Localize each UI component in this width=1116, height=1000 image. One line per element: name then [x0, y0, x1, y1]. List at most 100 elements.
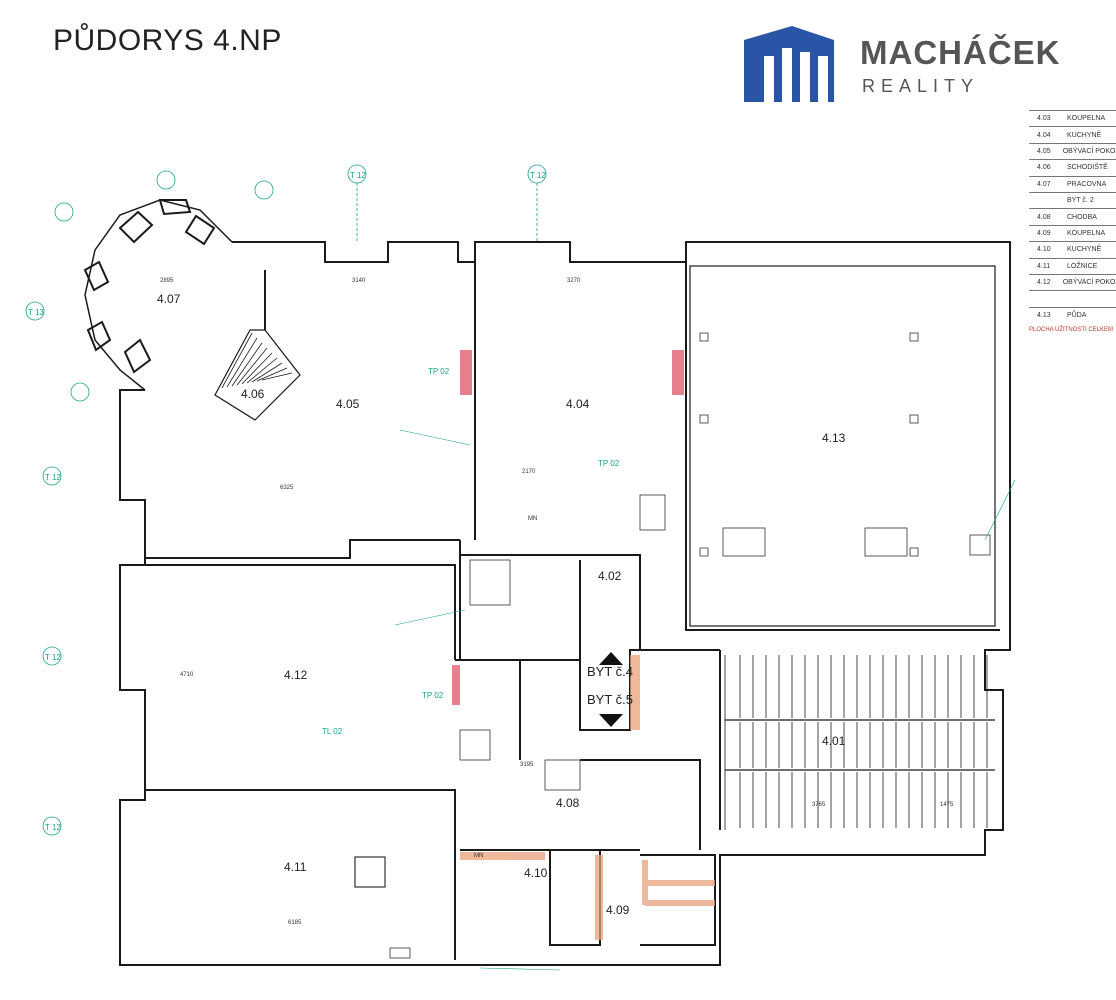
stair-tread	[256, 367, 288, 382]
stair-tread	[221, 332, 253, 389]
legend-row: 4.13 PŮDA	[1029, 306, 1116, 323]
stair-4-01	[724, 655, 995, 830]
legend-row: 4.05 OBÝVACÍ POKOJ	[1029, 142, 1116, 159]
legend-code: 4.03	[1037, 115, 1051, 123]
legend-name: BYT č. 2	[1067, 197, 1094, 205]
building-logo-icon	[744, 26, 834, 102]
page-title: PŮDORYS 4.NP	[53, 24, 282, 57]
legend-code: 4.07	[1037, 180, 1051, 188]
legend-row: 4.06 SCHODIŠTĚ	[1029, 159, 1116, 175]
stair-tread	[251, 362, 283, 383]
arrow-down-icon	[599, 714, 623, 727]
grid-tag: TP 02	[428, 367, 450, 376]
legend-row: 4.03 KOUPELNA	[1029, 110, 1116, 126]
grid-tag: T 12	[530, 171, 546, 180]
legend-note: PLOCHA UŽITNOSTI CELKEM	[1029, 327, 1114, 334]
room-label-4-11: 4.11	[284, 860, 307, 874]
room-label-4-13: 4.13	[822, 431, 846, 445]
stair-tread	[246, 357, 278, 384]
grid-tag: TP 02	[422, 691, 444, 700]
legend-name: KOUPELNA	[1067, 229, 1106, 237]
grid-tag: TP 02	[598, 459, 620, 468]
legend-code: 4.12	[1037, 279, 1051, 287]
stair-tread	[226, 337, 258, 388]
legend-name: OBÝVACÍ POKOJ	[1062, 147, 1116, 155]
grid-tag: T 12	[45, 473, 61, 482]
grid-tag: TL 02	[322, 727, 343, 736]
room-label-4-08: 4.08	[556, 796, 580, 810]
legend-code: 4.06	[1037, 164, 1051, 172]
legend-name: LOŽNICE	[1067, 262, 1098, 270]
fixtures	[354, 332, 991, 959]
stair-tread	[236, 347, 268, 386]
legend-name: KUCHYNĚ	[1067, 246, 1102, 254]
legend-name: PŮDA	[1067, 311, 1087, 319]
dim-label: 3140	[352, 278, 366, 284]
legend-name: PRACOVNA	[1067, 180, 1107, 188]
room-label-4-06: 4.06	[241, 387, 265, 401]
dim-label: 2170	[522, 469, 536, 475]
dim-label: 2895	[160, 278, 174, 284]
room-label-4-10: 4.10	[524, 866, 548, 880]
dim-label: 3270	[567, 278, 581, 284]
legend-name: KOUPELNA	[1067, 115, 1106, 123]
leader-lines	[394, 429, 1016, 971]
mn-label: MN	[474, 853, 483, 859]
stair-tread	[241, 352, 273, 385]
legend-row: 4.08 CHODBA	[1029, 208, 1116, 224]
stair-tread	[261, 372, 293, 381]
legend-row: 4.07 PRACOVNA	[1029, 175, 1116, 192]
walls	[84, 199, 1011, 966]
apartment-label-b: BYT č.5	[587, 692, 633, 707]
stair-4-06	[221, 332, 293, 389]
apartment-label-a: BYT č.4	[587, 664, 633, 679]
stair-tread	[231, 342, 263, 387]
hatched-openings	[452, 350, 684, 705]
dim-label: 4710	[180, 672, 194, 678]
brand-name: MACHÁČEK	[860, 34, 1061, 71]
accent-strips	[460, 655, 715, 940]
brand-logo	[742, 18, 836, 107]
dim-label: 3765	[812, 802, 826, 808]
legend-code: 4.04	[1037, 131, 1051, 139]
legend-code: 4.05	[1037, 147, 1051, 155]
dim-label: 1475	[940, 802, 954, 808]
legend-name: SCHODIŠTĚ	[1067, 164, 1108, 172]
legend-row: 4.09 KOUPELNA	[1029, 224, 1116, 241]
legend-row: 4.10 KUCHYNĚ	[1029, 241, 1116, 257]
room-label-4-01: 4.01	[822, 734, 846, 748]
legend-name: KUCHYNĚ	[1067, 131, 1102, 139]
brand-tagline: REALITY	[862, 76, 980, 96]
dimensions: 2895 3140 3270 6325 6185 4710 3195 3765 …	[160, 278, 954, 926]
dim-label: 3195	[520, 762, 534, 768]
legend-code: 4.10	[1037, 246, 1051, 254]
legend-code: 4.11	[1037, 262, 1051, 270]
legend-name: CHODBA	[1067, 213, 1097, 221]
legend-row: 4.12 OBÝVACÍ POKOJ	[1029, 273, 1116, 290]
legend-code: 4.08	[1037, 213, 1051, 221]
room-label-4-02: 4.02	[598, 569, 622, 583]
legend-code: 4.13	[1037, 311, 1051, 319]
room-label-4-09: 4.09	[606, 903, 630, 917]
legend-row: 4.11 LOŽNICE	[1029, 257, 1116, 274]
room-label-4-04: 4.04	[566, 397, 590, 411]
legend-row: BYT č. 2	[1029, 191, 1116, 208]
grid-tag: T 12	[45, 653, 61, 662]
legend-code: 4.09	[1037, 229, 1051, 237]
tower-piers	[83, 199, 216, 374]
dim-label: 6185	[288, 920, 302, 926]
room-label-4-07: 4.07	[157, 292, 181, 306]
legend-row: 4.04 KUCHYNĚ	[1029, 126, 1116, 142]
grid-tag: T 12	[350, 171, 366, 180]
room-label-4-12: 4.12	[284, 668, 308, 682]
arrow-up-icon	[599, 652, 623, 665]
dim-label: 6325	[280, 485, 294, 491]
legend-name: OBÝVACÍ POKOJ	[1062, 279, 1116, 287]
legend-row	[1029, 290, 1116, 306]
grid-tag: T 13	[28, 308, 44, 317]
grid-markers	[25, 164, 547, 836]
mn-label: MN	[528, 516, 537, 522]
